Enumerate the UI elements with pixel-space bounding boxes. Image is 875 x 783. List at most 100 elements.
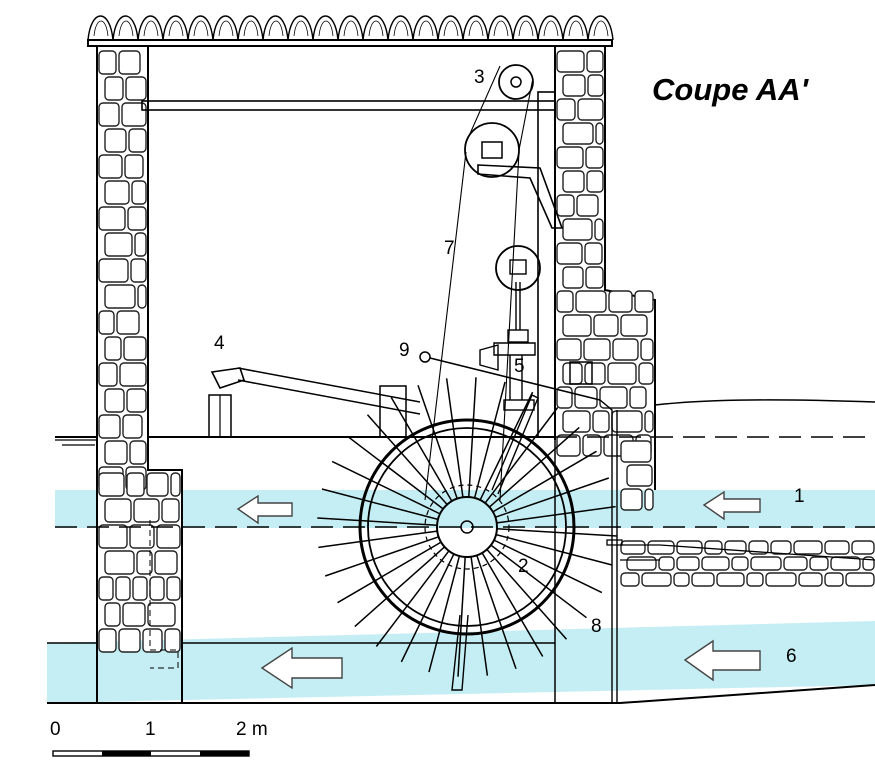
roof-tile [337, 15, 364, 41]
wall-stone [98, 50, 117, 75]
roof-tile-shade [243, 20, 259, 37]
wall-stone [608, 290, 633, 313]
wall-stone [115, 576, 131, 601]
lever-9 [419, 351, 623, 703]
roof-tile [562, 15, 589, 41]
wall-stone [629, 386, 647, 409]
wall-stone [562, 74, 586, 97]
wall-stone [562, 170, 585, 193]
roof-tile-shade [543, 20, 559, 37]
wall-stone [98, 472, 125, 497]
wall-stone [170, 472, 181, 497]
wall-stone [104, 128, 127, 153]
wall-stone [620, 314, 648, 337]
label-6: 6 [786, 646, 797, 667]
wheel-spoke [318, 530, 438, 549]
roof-tile [487, 15, 514, 41]
wall-stone [562, 314, 592, 337]
wheel-spoke [496, 505, 616, 524]
wall-stone [98, 524, 128, 549]
roof-tiles [87, 15, 614, 47]
wall-stone [562, 122, 594, 145]
wall-stone [620, 488, 643, 511]
label-3: 3 [474, 67, 485, 88]
wall-stone [147, 602, 176, 627]
wall-stone [98, 102, 120, 127]
roof-tile [137, 15, 164, 41]
wall-stone [576, 194, 599, 217]
wall-stone [556, 146, 584, 169]
wheel-axle [460, 520, 474, 534]
wall-stone [124, 154, 144, 179]
wall-stone [137, 284, 147, 309]
wall-stone [641, 572, 672, 587]
wall-stone [809, 556, 829, 571]
wheel-spoke [488, 426, 580, 508]
wall-stone [731, 556, 749, 571]
wall-stone [658, 556, 675, 571]
wheel-spoke [428, 555, 461, 673]
wall-stone [156, 524, 181, 549]
wall-stone [131, 180, 147, 205]
wall-stone [599, 386, 628, 409]
roof-tile [262, 15, 289, 41]
middle-pulley [464, 122, 564, 229]
wall-stone [104, 180, 130, 205]
wall-stone [134, 232, 147, 257]
roof-tile-shade [518, 20, 534, 37]
wall-stone [594, 218, 604, 241]
label-5: 5 [514, 356, 525, 377]
wall-stone [129, 440, 147, 465]
wall-stone [748, 540, 769, 555]
wall-stone [133, 498, 160, 523]
wheel-spokes [317, 377, 617, 677]
hidden-opening [149, 520, 179, 669]
roof-tile [237, 15, 264, 41]
wall-stone [556, 242, 583, 265]
roof-tile-shade [118, 20, 134, 37]
roof-tile-shade [593, 20, 609, 37]
drive-belt-7 [424, 65, 534, 501]
roof-tile-shade [293, 20, 309, 37]
wall-stone [154, 550, 178, 575]
wall-stone [746, 572, 764, 587]
inclined-beam [237, 367, 421, 415]
wall-stone [607, 362, 637, 385]
wall-stone [98, 414, 121, 439]
wall-stone [586, 50, 604, 73]
arrow-left-lower [260, 646, 343, 690]
wall-stone [118, 628, 141, 653]
lower-pulley [479, 245, 541, 411]
wall-stone [586, 170, 604, 193]
wall-stone [574, 386, 598, 409]
wall-stone [830, 556, 861, 571]
label-4: 4 [214, 333, 225, 354]
wall-stone [104, 284, 136, 309]
roof-tile-shade [193, 20, 209, 37]
wall-stone [704, 540, 723, 555]
wall-stone [638, 362, 654, 385]
label-1: 1 [794, 486, 805, 507]
roof-tile-shade [218, 20, 234, 37]
wall-stone [691, 572, 715, 587]
wall-stone [98, 206, 126, 231]
roof-tile [362, 15, 389, 41]
wheel-arm [491, 394, 539, 495]
section-title: Coupe AA' [652, 72, 810, 107]
right-stone-wall [554, 46, 875, 587]
support-block [379, 385, 407, 438]
wheel-spoke [492, 450, 597, 513]
wheel-hub [436, 496, 498, 558]
wheel-spoke [470, 556, 489, 676]
wall-stone [647, 540, 675, 555]
spout [479, 344, 499, 371]
wheel-spoke [445, 378, 464, 498]
roof-tile [387, 15, 414, 41]
wall-stone [584, 242, 603, 265]
left-wall-stones [98, 50, 181, 653]
water-wheel-2 [317, 377, 617, 691]
wheel-spoke [457, 556, 466, 677]
wall-stone [126, 388, 147, 413]
rod-guide [606, 539, 623, 546]
